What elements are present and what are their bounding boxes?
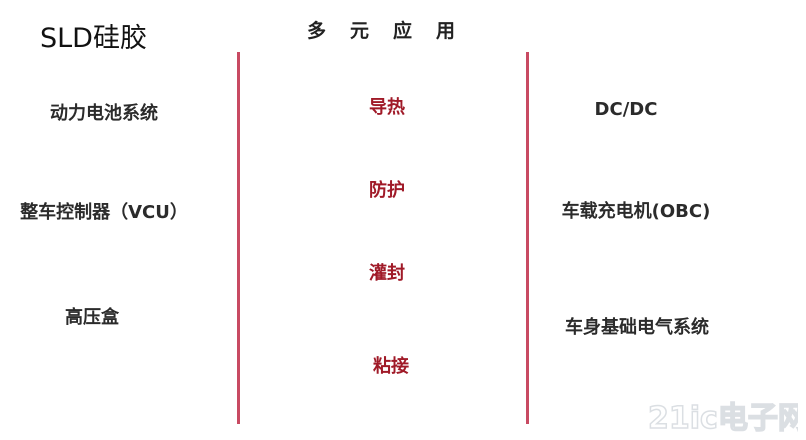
left-item-vcu: 整车控制器（VCU） [20, 202, 188, 223]
page-title: SLD硅胶 [40, 23, 147, 54]
right-item-body-electrical: 车身基础电气系统 [565, 317, 709, 338]
middle-item-protection: 防护 [369, 180, 405, 201]
right-item-obc: 车载充电机(OBC) [561, 201, 711, 222]
right-item-dcdc: DC/DC [594, 99, 658, 120]
column-header: 多元应用 [306, 20, 479, 42]
right-divider [526, 52, 529, 424]
middle-item-thermal: 导热 [369, 97, 405, 118]
watermark-logo: 21ic电子网 [648, 400, 798, 434]
left-divider [237, 52, 240, 424]
middle-item-potting: 灌封 [369, 263, 405, 284]
left-item-hv-box: 高压盒 [65, 307, 119, 328]
left-item-battery-system: 动力电池系统 [50, 103, 158, 124]
middle-item-bonding: 粘接 [373, 356, 409, 377]
watermark-text: 21ic电子网 [648, 401, 798, 434]
